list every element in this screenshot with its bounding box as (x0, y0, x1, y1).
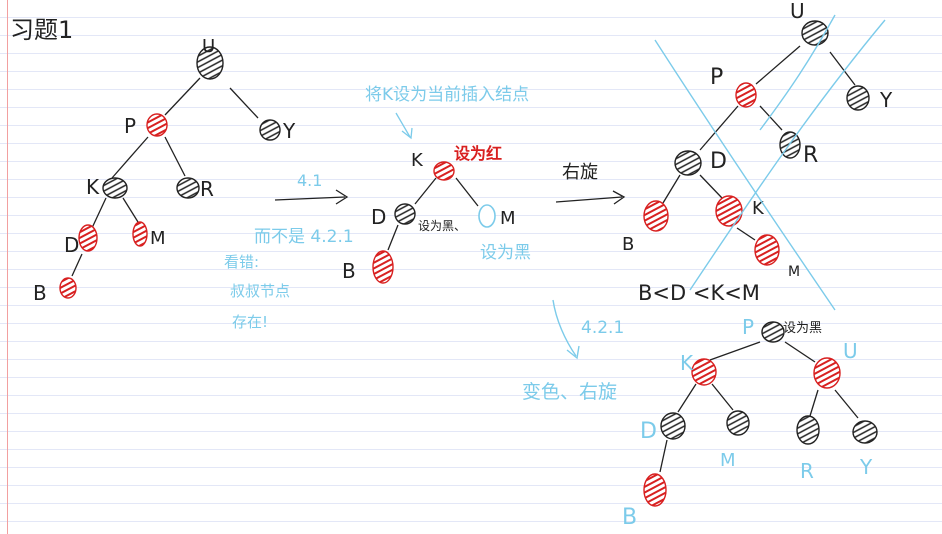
t4-label-B: B (622, 505, 637, 530)
svg-text:存在!: 存在! (232, 313, 268, 331)
t1-node-D (78, 224, 98, 252)
t1-node-U (196, 46, 224, 80)
t1-label-Y: Y (282, 119, 296, 143)
t3-label-P: P (710, 65, 723, 90)
t1-node-B (59, 277, 77, 299)
note-rotate-right: 右旋 (562, 162, 598, 183)
arrow-1 (274, 189, 349, 205)
t4-node-R (796, 415, 820, 445)
arrow-2 (555, 190, 626, 205)
note-set-black-d: 设为黑、 (418, 219, 466, 233)
t2-node-K (433, 161, 455, 181)
t4-label-D: D (640, 419, 657, 444)
t2-node-M (478, 204, 496, 228)
note-set-black-p: 设为黑 (783, 321, 822, 336)
t3-label-D: D (710, 149, 727, 174)
t3-label-K: K (752, 198, 765, 219)
insert-arrow (395, 112, 413, 140)
t3-node-M (754, 234, 780, 266)
t4-node-U (813, 357, 841, 389)
t4-node-M (726, 410, 750, 436)
t4-node-B (643, 473, 667, 507)
t4-node-K (691, 358, 717, 386)
t4-node-P (761, 321, 785, 343)
note-error: 看错: 叔叔节点 存在! (224, 253, 290, 331)
note-order: B<D <K<M (638, 281, 760, 305)
note-case-4-1: 4.1 (297, 171, 322, 190)
t4-node-D (660, 412, 686, 440)
note-insert-node: 将K设为当前插入结点 (365, 85, 529, 105)
tree-4-nodes: P 设为黑 K U D M R Y B (622, 315, 878, 530)
t4-label-M: M (720, 450, 736, 471)
t1-label-B: B (33, 281, 47, 305)
t2-node-B (372, 250, 394, 284)
tree-1-original (71, 77, 259, 277)
t3-label-U: U (790, 0, 805, 23)
t3-node-B (643, 200, 669, 232)
t2-node-D (394, 203, 416, 225)
note-set-red: 设为红 (454, 144, 502, 163)
t2-label-M: M (500, 208, 516, 229)
t1-node-Y (259, 119, 281, 141)
tree-2-edges (387, 177, 479, 251)
tree-3-nodes: U P Y D R B K M (622, 0, 893, 280)
notebook-margin-line (7, 0, 8, 534)
t3-node-K (715, 195, 743, 227)
t1-node-K (102, 177, 128, 199)
tree-2-nodes: K 设为红 D 设为黑、 M 设为黑 B (342, 144, 531, 284)
t1-node-P (146, 113, 168, 137)
t4-label-Y: Y (859, 455, 873, 479)
t1-node-R (176, 177, 200, 199)
t2-label-K: K (411, 150, 424, 171)
t2-label-D: D (371, 205, 386, 229)
tree-4-edges (659, 341, 859, 473)
t4-node-Y (852, 420, 878, 444)
t1-label-R: R (200, 177, 214, 201)
t1-label-U: U (202, 36, 215, 57)
t1-label-D: D (64, 233, 79, 257)
tree-1-nodes: U P Y K R D M B (33, 36, 296, 305)
t1-label-P: P (124, 114, 136, 138)
t3-label-R: R (803, 143, 818, 168)
note-case-4-2-1-not: 而不是 4.2.1 (254, 227, 354, 247)
svg-text:叔叔节点: 叔叔节点 (230, 282, 290, 300)
t3-node-Y (846, 85, 870, 111)
note-set-black-m: 设为黑 (480, 243, 531, 263)
note-case-4-2-1: 4.2.1 (581, 318, 624, 338)
svg-text:看错:: 看错: (224, 253, 259, 271)
t3-label-Y: Y (879, 88, 893, 112)
t4-label-P: P (742, 315, 754, 339)
t3-label-B: B (622, 234, 634, 255)
cross-out-strokes (654, 14, 886, 311)
t4-label-R: R (800, 459, 814, 483)
t1-node-M (132, 221, 148, 247)
t2-label-B: B (342, 259, 356, 283)
t3-label-M: M (788, 264, 800, 280)
t1-label-K: K (86, 175, 100, 199)
note-recolor-rotate: 变色、右旋 (522, 381, 617, 403)
t4-label-K: K (680, 351, 694, 375)
t3-node-D (674, 150, 702, 176)
t4-label-U: U (843, 339, 858, 363)
page-title: 习题1 (10, 16, 73, 44)
t3-node-P (735, 82, 757, 108)
arrow-3 (552, 299, 580, 360)
t1-label-M: M (150, 228, 166, 249)
tree-3-edges (662, 45, 856, 241)
